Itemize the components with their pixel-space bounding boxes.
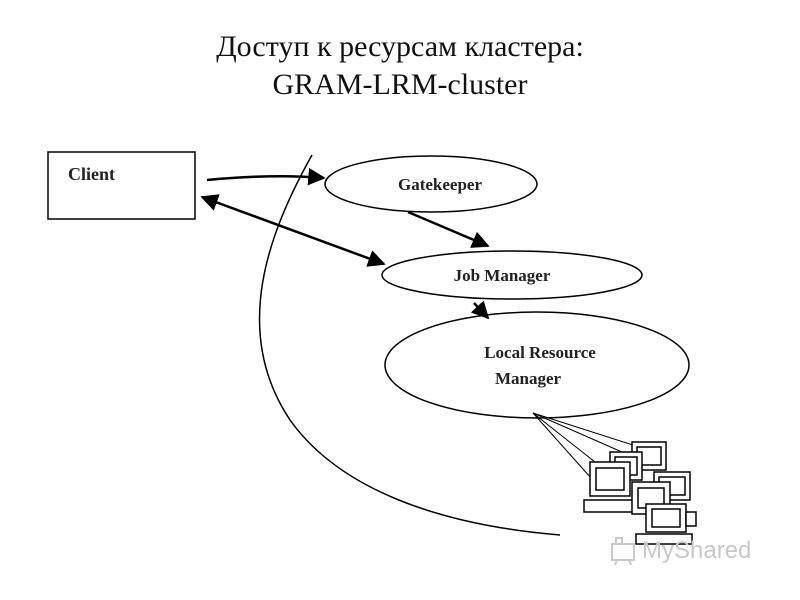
job-manager-node: Job Manager [381,250,643,300]
title-line-1: Доступ к ресурсам кластера: [216,30,584,63]
gatekeeper-node: Gatekeeper [324,155,538,213]
job-manager-label: Job Manager [454,266,551,285]
watermark-logo-icon [611,537,635,566]
job-manager-ellipse [381,250,643,300]
arrow-client-to-gatekeeper [206,167,326,186]
lrm-node: Local Resource Manager [384,311,690,419]
client-box [47,151,196,220]
arrow-job-manager-to-lrm [470,300,490,320]
lrm-ellipse [384,311,690,419]
arrow-client-job-manager-bidirectional [200,194,386,267]
client-node: Client [47,151,196,220]
gatekeeper-label: Gatekeeper [398,175,482,194]
title-line-2: GRAM-LRM-cluster [272,68,528,101]
lrm-label-line-1: Local Resource [484,343,596,362]
lrm-label-line-2: Manager [495,369,562,388]
client-label: Client [68,164,115,184]
computer-cluster-icon [583,441,697,545]
lrm-to-computers-lines [532,412,637,479]
arrow-gatekeeper-to-job-manager [407,210,490,248]
watermark-text: MyShared [642,537,752,564]
watermark: MyShared [608,536,751,566]
slide-title: Доступ к ресурсам кластера: GRAM-LRM-clu… [0,28,800,104]
